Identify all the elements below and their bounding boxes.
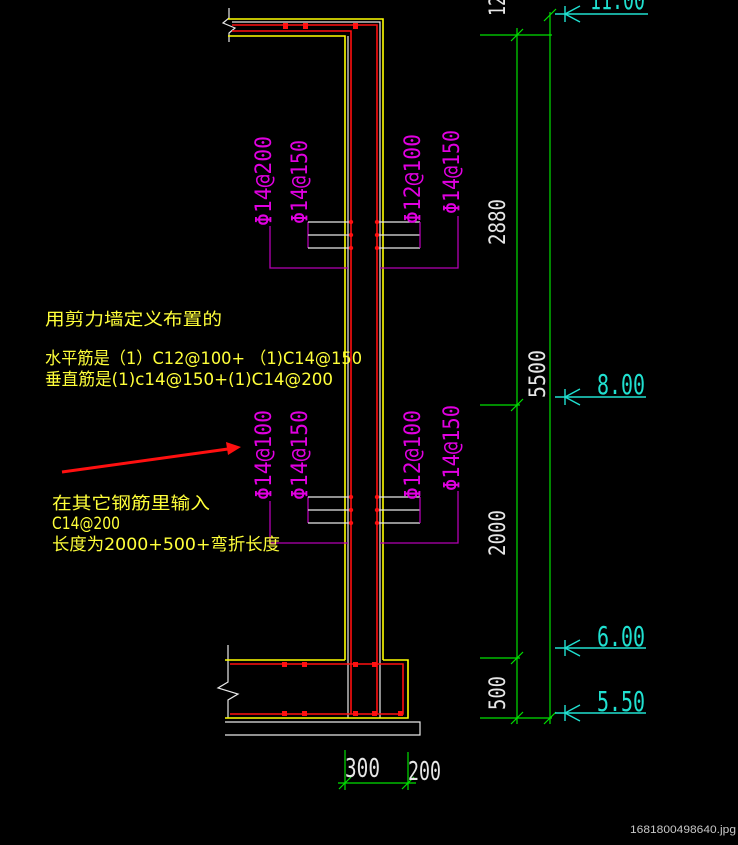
dimension-label: 120 bbox=[486, 0, 511, 16]
level-markers: 11.00 8.00 6.00 5.50 bbox=[555, 0, 648, 722]
rebar-section bbox=[353, 662, 358, 667]
foundation-outline bbox=[225, 659, 409, 719]
rebar-dot bbox=[348, 520, 354, 526]
rebar-dot bbox=[374, 219, 380, 225]
dimension-tick bbox=[543, 8, 557, 22]
dimension-total-label: 5500 bbox=[526, 350, 551, 398]
annotation-note: 长度为2000+500+弯折长度 bbox=[52, 535, 280, 555]
rebar-dot bbox=[374, 245, 380, 251]
rebar-dot bbox=[374, 520, 380, 526]
rebar-dot bbox=[374, 507, 380, 513]
rebar-label: Φ12@100 bbox=[401, 410, 426, 500]
top-break-symbol bbox=[221, 8, 237, 42]
level-label: 5.50 bbox=[597, 685, 645, 718]
dimension-tick bbox=[510, 711, 524, 725]
rebar-section bbox=[282, 711, 287, 716]
rebar-dot bbox=[374, 494, 380, 500]
dimension-tick bbox=[510, 651, 524, 665]
wall-outline-left bbox=[228, 35, 346, 660]
rebar-dot bbox=[348, 232, 354, 238]
rebar-dot bbox=[374, 232, 380, 238]
bottom-break-symbol bbox=[216, 645, 240, 718]
rebar-section bbox=[303, 23, 308, 29]
red-arrow bbox=[61, 442, 241, 474]
rebar-dot bbox=[348, 507, 354, 513]
annotation-note: 在其它钢筋里输入 bbox=[52, 494, 210, 514]
leader-line bbox=[380, 216, 459, 269]
annotations: 用剪力墙定义布置的 水平筋是（1）C12@100+ （1)C14@150 垂直筋… bbox=[45, 310, 362, 555]
dimension-tick bbox=[543, 711, 557, 725]
vertical-dimensions: 120 2880 2000 500 5500 bbox=[480, 0, 557, 725]
bottom-dimensions: 300 200 bbox=[338, 750, 441, 790]
rebar-label: Φ14@150 bbox=[440, 405, 465, 491]
arrow-shaft bbox=[61, 447, 229, 474]
rebar-label: Φ14@100 bbox=[252, 410, 277, 500]
rebar-dot bbox=[348, 219, 354, 225]
leader-line bbox=[269, 501, 348, 544]
inner-rebar-line bbox=[232, 30, 352, 714]
rebar-section bbox=[282, 662, 287, 667]
rebar-label: Φ14@150 bbox=[440, 130, 465, 214]
rebar-label: Φ14@200 bbox=[252, 136, 277, 226]
wall-outline-right bbox=[228, 18, 384, 660]
level-label: 8.00 bbox=[597, 368, 645, 401]
dimension-tick bbox=[338, 776, 352, 790]
leader-line bbox=[380, 491, 459, 544]
lower-rebar-leaders: Φ14@100 Φ14@150 Φ12@100 Φ14@150 bbox=[252, 405, 465, 544]
annotation-horizontal-rebar: 水平筋是（1）C12@100+ （1)C14@150 bbox=[45, 349, 362, 369]
annotation-vertical-rebar: 垂直筋是(1)c14@150+(1)C14@200 bbox=[45, 370, 333, 390]
rebar-dot bbox=[348, 494, 354, 500]
dimension-label: 2880 bbox=[486, 199, 511, 245]
dimension-label: 300 bbox=[345, 754, 380, 784]
foundation bbox=[216, 645, 421, 736]
dimension-tick bbox=[510, 28, 524, 42]
level-label: 11.00 bbox=[590, 0, 645, 16]
foundation-rebar bbox=[230, 663, 404, 715]
rebar-section bbox=[283, 23, 288, 29]
rebar-section bbox=[372, 711, 377, 716]
rebar-dot bbox=[348, 245, 354, 251]
rebar-section bbox=[302, 711, 307, 716]
wall-inner-line-right bbox=[232, 21, 381, 718]
level-label: 6.00 bbox=[597, 620, 645, 653]
rebar-label: Φ14@150 bbox=[288, 410, 313, 500]
foundation-base-line bbox=[225, 721, 421, 736]
dimension-tick bbox=[510, 398, 524, 412]
leader-line bbox=[269, 226, 348, 269]
annotation-note: C14@200 bbox=[52, 514, 120, 534]
top-slab bbox=[221, 8, 384, 718]
rebar-section bbox=[372, 662, 377, 667]
rebar-section bbox=[398, 711, 403, 716]
image-filename-watermark: 1681800498640.jpg bbox=[630, 824, 736, 836]
outer-rebar-line bbox=[232, 24, 378, 714]
rebar-label: Φ14@150 bbox=[288, 140, 313, 224]
dimension-label: 500 bbox=[486, 676, 511, 710]
rebar-section bbox=[302, 662, 307, 667]
dimension-label: 200 bbox=[408, 757, 441, 787]
upper-rebar-leaders: Φ14@200 Φ14@150 Φ12@100 Φ14@150 bbox=[252, 130, 465, 269]
rebar-label: Φ12@100 bbox=[401, 134, 426, 224]
dimension-tick bbox=[401, 776, 415, 790]
rebar-section bbox=[353, 711, 358, 716]
arrow-head bbox=[226, 442, 241, 455]
rebar-section bbox=[353, 23, 358, 29]
annotation-title: 用剪力墙定义布置的 bbox=[45, 310, 222, 330]
dimension-label: 2000 bbox=[486, 510, 511, 556]
